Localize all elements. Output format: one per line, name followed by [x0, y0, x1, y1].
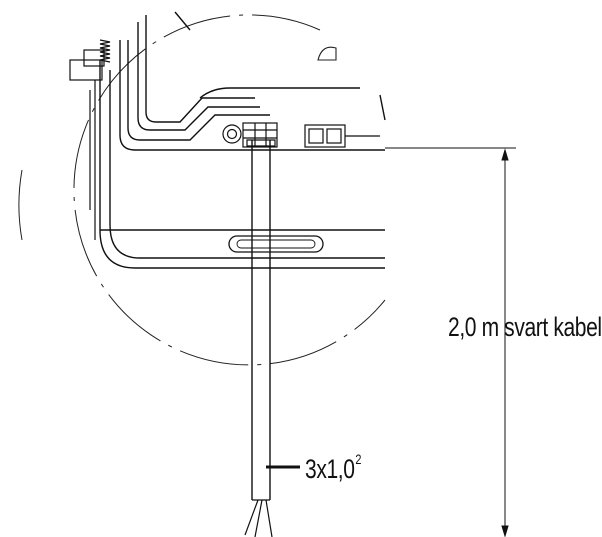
cable-length-label: 2,0 m svart kabel: [448, 312, 602, 342]
device-housing: [99, 11, 386, 269]
housing-slot: [228, 235, 324, 253]
screw-detail: [69, 39, 111, 240]
cable-gland: [222, 122, 278, 148]
mounting-hole: [317, 46, 337, 61]
cable-spec-base: 3x1,0: [305, 454, 355, 484]
detail-circle-left-arc: [18, 169, 23, 241]
cable: [244, 139, 276, 537]
cable-spec-label: 3x1,02: [305, 451, 361, 485]
dimension-line: [385, 147, 516, 537]
cable-spec-superscript: 2: [355, 451, 362, 467]
terminal-block: [304, 124, 380, 148]
detail-circle: [73, 14, 386, 366]
